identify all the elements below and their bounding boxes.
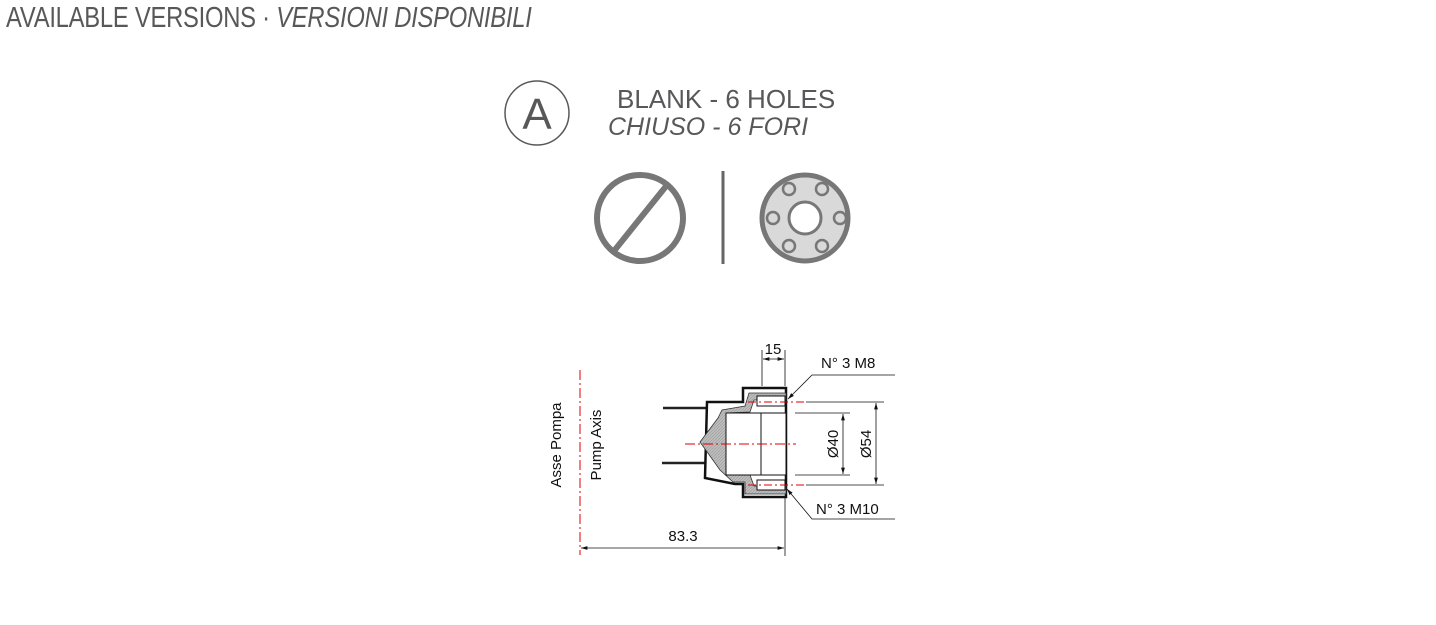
version-badge: A (504, 80, 570, 146)
dim-length: 83.3 (668, 528, 697, 545)
version-name-en: BLANK - 6 HOLES (617, 84, 835, 114)
technical-drawing: Asse Pompa Pump Axis 15 83.3 Ø40 Ø54 (548, 341, 895, 556)
six-hole-flange-icon (759, 172, 851, 264)
thread-top-label: N° 3 M8 (821, 355, 875, 372)
dim-inner-diameter: Ø40 (825, 430, 842, 458)
title-separator: · (262, 2, 270, 34)
version-name-it: CHIUSO - 6 FORI (608, 113, 808, 141)
axis-label-it: Asse Pompa (548, 402, 565, 488)
thread-bottom-label: N° 3 M10 (816, 501, 879, 518)
dim-outer-diameter: Ø54 (858, 430, 875, 458)
title-en: AVAILABLE VERSIONS (6, 2, 256, 34)
dim-width: 15 (765, 341, 782, 358)
blank-icon (594, 172, 686, 264)
svg-text:A: A (522, 90, 552, 139)
axis-label-en: Pump Axis (588, 410, 605, 481)
title-it: VERSIONI DISPONIBILI (276, 2, 532, 34)
page-title: AVAILABLE VERSIONS · VERSIONI DISPONIBIL… (6, 2, 532, 35)
